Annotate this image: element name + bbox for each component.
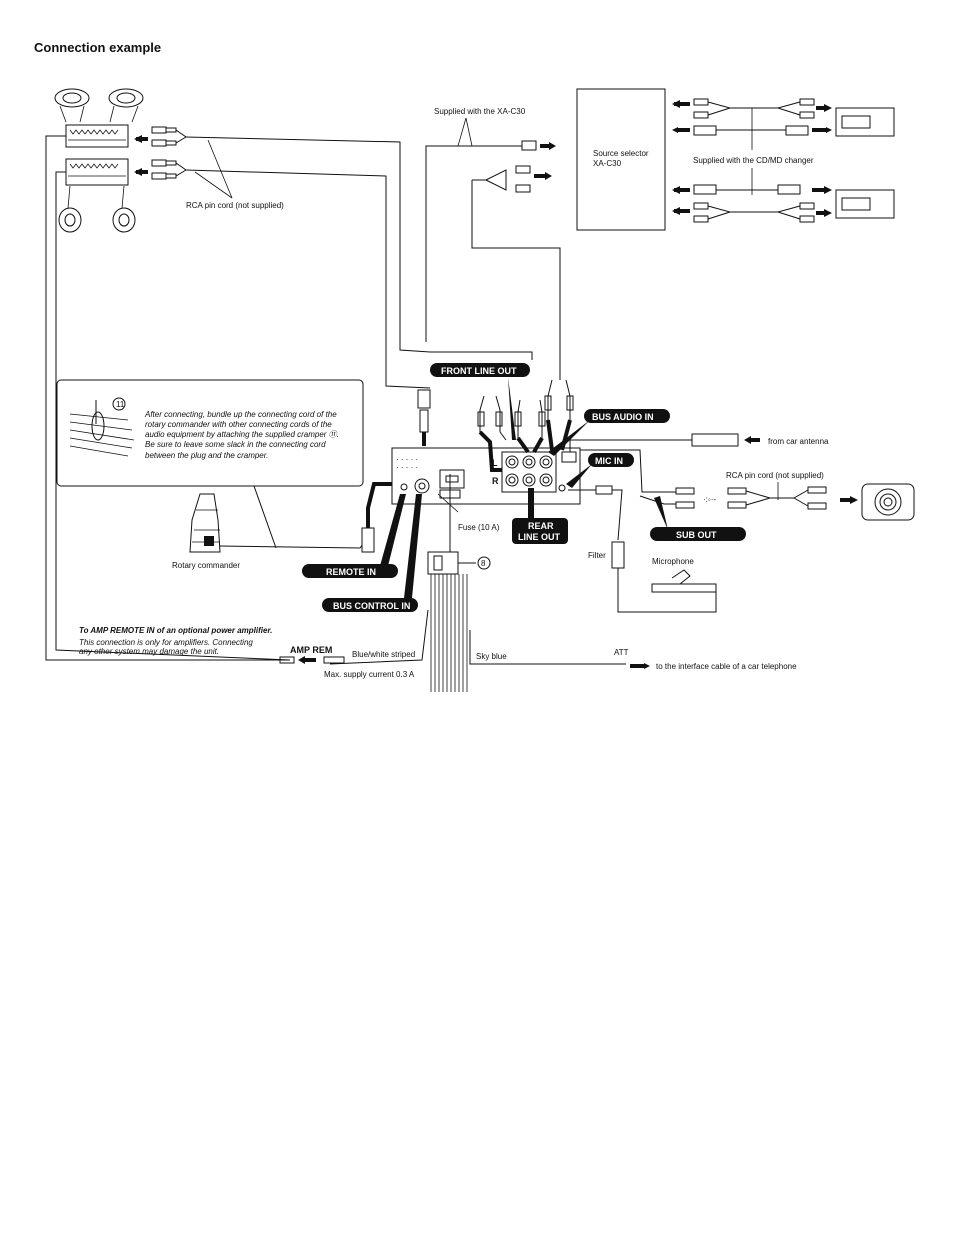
filter-label: Filter: [588, 551, 606, 560]
svg-text:LINE OUT: LINE OUT: [518, 532, 561, 542]
source-selector-box: Source selector XA-C30: [576, 88, 666, 231]
rear-amp-cable: [185, 169, 431, 389]
max-supply-label: Max. supply current 0.3 A: [324, 670, 415, 679]
tag-sub-out: SUB OUT: [650, 496, 746, 541]
cramper-note-line-2: rotary commander with other connecting c…: [145, 420, 332, 429]
cramper-note-box: 11 After connecting, bundle up the conne…: [56, 379, 364, 487]
amplifier-front: [65, 124, 129, 148]
xa-c30-connectors: [425, 140, 561, 380]
wire-harness: 8: [329, 551, 626, 692]
cd-changer-lower: [835, 189, 895, 219]
tag-remote-in: REMOTE IN: [302, 494, 406, 578]
amp-note-line-2: This connection is only for amplifiers. …: [79, 638, 253, 647]
amp-rem-label: AMP REM: [290, 645, 332, 655]
cramper-note-line-3: audio equipment by attaching the supplie…: [145, 430, 339, 439]
svg-text:· · · · ·: · · · · ·: [396, 455, 418, 464]
rear-speakers: [58, 185, 136, 233]
svg-text:· · · · ·: · · · · ·: [396, 463, 418, 472]
svg-text:REMOTE IN: REMOTE IN: [326, 567, 376, 577]
supplied-cd-md-label: Supplied with the CD/MD changer: [693, 156, 814, 165]
amplifier-rear: [65, 158, 129, 186]
rca-pin-cord-label-right: RCA pin cord (not supplied): [726, 471, 824, 480]
cd-changer-upper-cables: [672, 98, 832, 150]
svg-text:·:◦·-: ·:◦·-: [703, 495, 716, 504]
sub-out-cable: ·:◦·-: [580, 449, 858, 510]
tag-bus-audio-in: BUS AUDIO IN: [548, 409, 670, 456]
svg-text:FRONT LINE OUT: FRONT LINE OUT: [441, 366, 517, 376]
tag-front-line-out: FRONT LINE OUT: [430, 363, 530, 440]
svg-text:REAR: REAR: [528, 521, 554, 531]
microphone-device: [651, 569, 717, 593]
from-car-antenna-label: from car antenna: [768, 437, 829, 446]
subwoofer-amplifier: [861, 483, 915, 521]
svg-text:Source selector: Source selector: [593, 149, 649, 158]
att-label: ATT: [614, 648, 629, 657]
att-connector: [630, 663, 650, 669]
channel-r-label: R: [492, 476, 499, 486]
cd-changer-lower-cables: [672, 168, 832, 223]
microphone-label: Microphone: [652, 557, 694, 566]
svg-text:BUS AUDIO IN: BUS AUDIO IN: [592, 412, 654, 422]
channel-l-label: L: [492, 458, 498, 468]
cd-changer-upper: [835, 107, 895, 137]
car-telephone-label: to the interface cable of a car telephon…: [656, 662, 797, 671]
svg-text:8: 8: [481, 559, 486, 568]
tag-bus-control-in: BUS CONTROL IN: [322, 494, 422, 612]
svg-text:11: 11: [116, 400, 125, 409]
tag-rear-line-out: REAR LINE OUT: [512, 488, 568, 544]
tag-mic-in: MIC IN: [566, 453, 634, 488]
sky-blue-label: Sky blue: [476, 652, 507, 661]
cramper-note-line-4: Be sure to leave some slack in the conne…: [145, 440, 326, 449]
amp-note-line-3: any other system may damage the unit.: [79, 647, 219, 656]
rca-pin-cord-label-top: RCA pin cord (not supplied): [186, 201, 284, 210]
supplied-xa-c30-label: Supplied with the XA-C30: [434, 107, 526, 116]
amp-note-line-1: To AMP REMOTE IN of an optional power am…: [79, 626, 272, 635]
svg-text:MIC IN: MIC IN: [595, 456, 623, 466]
amp-rem-connector: [279, 656, 345, 664]
fuse-label: Fuse (10 A): [458, 523, 500, 532]
cramper-note-line-1: After connecting, bundle up the connecti…: [144, 410, 337, 419]
front-amp-cable: [185, 136, 533, 360]
antenna-cable: [569, 433, 760, 452]
front-speakers: [54, 88, 144, 123]
cramper-note-line-5: between the plug and the cramper.: [145, 451, 268, 460]
front-line-out-plugs: [417, 379, 574, 472]
microphone-cable: [568, 485, 717, 613]
svg-text:SUB OUT: SUB OUT: [676, 530, 717, 540]
svg-text:BUS CONTROL IN: BUS CONTROL IN: [333, 601, 410, 611]
rotary-commander-label: Rotary commander: [172, 561, 240, 570]
rca-plugs-left: [134, 126, 233, 199]
amp-rem-loop: [45, 135, 291, 661]
page-title: Connection example: [34, 40, 161, 55]
blue-white-label: Blue/white striped: [352, 650, 415, 659]
svg-text:XA-C30: XA-C30: [593, 159, 622, 168]
rotary-commander: [189, 482, 408, 553]
